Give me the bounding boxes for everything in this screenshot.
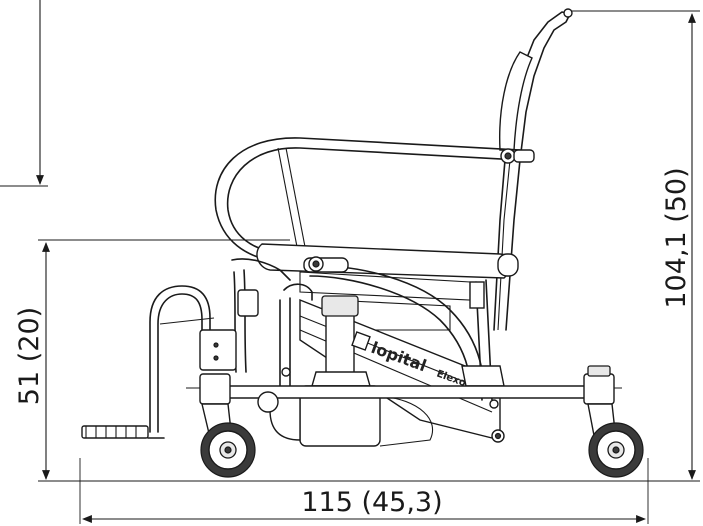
- front-caster: [199, 373, 256, 478]
- total-length-label: 115 (45,3): [301, 487, 442, 518]
- legrest: [81, 285, 215, 439]
- lift-mechanism: lopital Elexo: [299, 265, 505, 443]
- backrest: [493, 8, 573, 331]
- seat-height-label: 51 (20): [14, 307, 45, 405]
- front-frame: [199, 256, 349, 397]
- total-height-label: 104,1 (50): [661, 167, 692, 308]
- wheelchair: lopital Elexo: [81, 8, 644, 478]
- rear-caster: [583, 365, 644, 478]
- armrest: [214, 137, 535, 263]
